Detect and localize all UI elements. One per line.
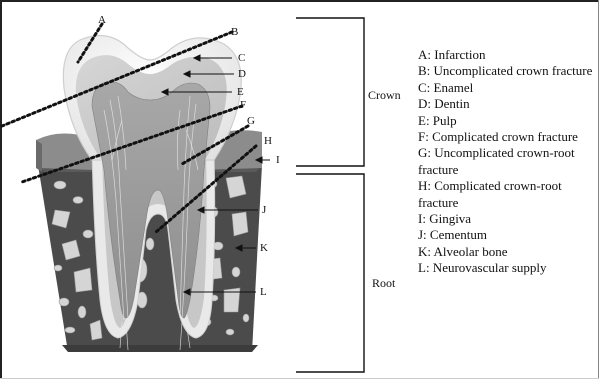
marker-l: L <box>260 287 267 298</box>
region-brackets <box>296 18 364 372</box>
legend-item: C: Enamel <box>418 80 598 96</box>
marker-j: J <box>262 205 266 216</box>
marker-i: I <box>276 155 280 166</box>
marker-h: H <box>264 136 272 147</box>
legend-item: H: Complicated crown-root fracture <box>418 178 598 211</box>
legend: A: Infarction B: Uncomplicated crown fra… <box>418 47 598 277</box>
root-bracket <box>296 174 364 372</box>
legend-item: G: Uncomplicated crown-root fracture <box>418 145 598 178</box>
marker-b: B <box>231 27 238 38</box>
root-label: Root <box>372 277 395 289</box>
legend-item: A: Infarction <box>418 47 598 63</box>
marker-f: F <box>240 100 246 111</box>
legend-item: E: Pulp <box>418 113 598 129</box>
legend-item: K: Alveolar bone <box>418 244 598 260</box>
marker-k: K <box>260 243 268 254</box>
legend-item: B: Uncomplicated crown fracture <box>418 63 598 79</box>
marker-e: E <box>237 87 244 98</box>
marker-g: G <box>247 116 255 127</box>
legend-item: L: Neurovascular supply <box>418 260 598 276</box>
marker-c: C <box>238 53 245 64</box>
marker-d: D <box>238 69 246 80</box>
crown-bracket <box>296 18 364 166</box>
legend-item: J: Cementum <box>418 227 598 243</box>
legend-item: F: Complicated crown fracture <box>418 129 598 145</box>
crown-label: Crown <box>368 89 401 101</box>
legend-item: I: Gingiva <box>418 211 598 227</box>
legend-item: D: Dentin <box>418 96 598 112</box>
marker-a: A <box>98 15 106 26</box>
